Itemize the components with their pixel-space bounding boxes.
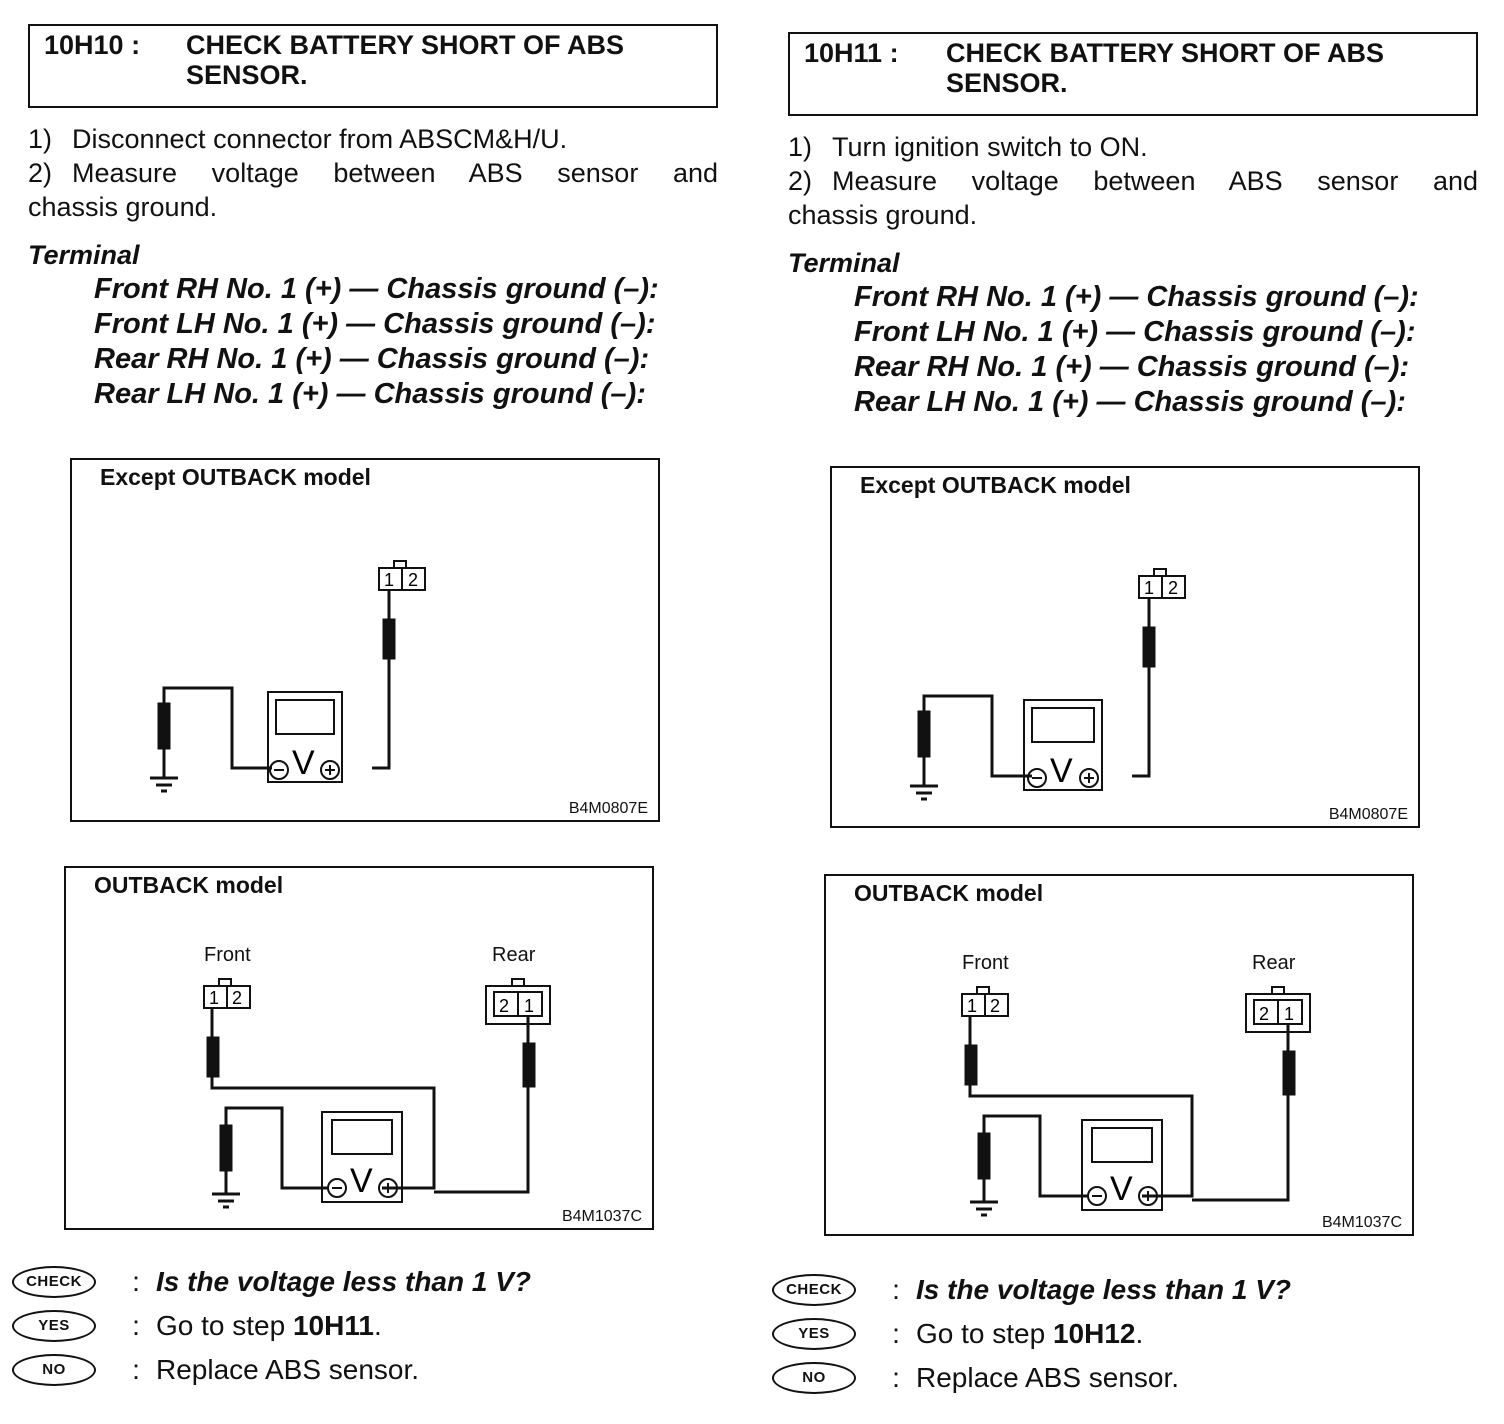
front-label: Front (204, 944, 251, 966)
front-label: Front (962, 952, 1009, 974)
wiring-diagram: 1 2 V (910, 568, 1186, 801)
step-id: 10H10 : (44, 30, 141, 60)
terminal-item: Rear RH No. 1 (+) — Chassis ground (–): (854, 351, 1410, 383)
step-id: 10H11 : (804, 38, 899, 68)
rear-label: Rear (492, 944, 536, 966)
voltmeter-symbol: V (292, 744, 315, 782)
yes-step-link[interactable]: 10H12 (1052, 1318, 1136, 1349)
check-icon: CHECK (772, 1274, 856, 1306)
pin-1: 1 (384, 570, 394, 590)
yes-step-link[interactable]: 10H11 (292, 1310, 374, 1341)
no-action: Replace ABS sensor. (916, 1362, 1180, 1393)
figure-code: B4M1037C (561, 1208, 642, 1225)
terminal-heading: Terminal (788, 248, 900, 278)
terminal-item: Front LH No. 1 (+) — Chassis ground (–): (94, 308, 656, 340)
instructions: 1)Turn ignition switch to ON. 2)Measure … (788, 132, 1478, 230)
rear-pin-1: 1 (1284, 1004, 1294, 1024)
figure-outback: OUTBACK model B4M1037C Front Rear (824, 874, 1414, 1236)
rear-label: Rear (1252, 952, 1296, 974)
figure-except-outback: Except OUTBACK model B4M0807E 1 2 V (830, 466, 1420, 828)
instructions: 1)Disconnect connector from ABSCM&H/U. 2… (28, 124, 718, 222)
terminal-item: Rear RH No. 1 (+) — Chassis ground (–): (94, 343, 650, 375)
terminal-heading: Terminal (28, 240, 140, 270)
instruction-1: Turn ignition switch to ON. (832, 132, 1148, 162)
rear-pin-1: 1 (524, 996, 534, 1016)
rear-pin-2: 2 (1259, 1004, 1269, 1024)
voltmeter-symbol: V (1050, 752, 1073, 790)
rear-pin-2: 2 (499, 996, 509, 1016)
wiring-diagram: 1 2 V (150, 560, 426, 793)
check-question: Is the voltage less than 1 V? (916, 1274, 1292, 1305)
figure-title: OUTBACK model (854, 880, 1044, 906)
terminal-item: Front LH No. 1 (+) — Chassis ground (–): (854, 316, 1416, 348)
check-result-block: CHECK : Is the voltage less than 1 V? YE… (12, 1260, 531, 1392)
figure-except-outback: Except OUTBACK model B4M0807E 1 2 V (70, 458, 660, 822)
no-icon: NO (772, 1362, 856, 1394)
terminal-item: Rear LH No. 1 (+) — Chassis ground (–): (94, 378, 646, 410)
pin-2: 2 (408, 570, 418, 590)
voltmeter-symbol: V (1110, 1170, 1133, 1208)
check-result-block: CHECK : Is the voltage less than 1 V? YE… (772, 1268, 1291, 1400)
instruction-1: Disconnect connector from ABSCM&H/U. (72, 124, 568, 154)
terminal-list: Front RH No. 1 (+) — Chassis ground (–):… (94, 272, 718, 412)
figure-title: Except OUTBACK model (860, 472, 1131, 498)
figure-outback: OUTBACK model B4M1037C Front Rear (64, 866, 654, 1230)
yes-action: Go to step 10H11. (156, 1310, 382, 1341)
step-10h11: 10H11 : CHECK BATTERY SHORT OF ABS SENSO… (788, 32, 1478, 420)
yes-action: Go to step 10H12. (916, 1318, 1144, 1349)
instruction-2-cont: chassis ground. (788, 200, 978, 230)
no-icon: NO (12, 1354, 96, 1386)
instruction-2: Measure voltage between ABS sensor and (832, 166, 1478, 196)
yes-icon: YES (772, 1318, 856, 1350)
terminal-item: Rear LH No. 1 (+) — Chassis ground (–): (854, 386, 1406, 418)
figure-code: B4M0807E (1328, 806, 1408, 823)
pin-2: 2 (1168, 578, 1178, 598)
figure-title: OUTBACK model (94, 872, 284, 898)
voltmeter-symbol: V (350, 1162, 373, 1200)
instruction-2: Measure voltage between ABS sensor and (72, 158, 718, 188)
step-header-box: 10H10 : CHECK BATTERY SHORT OF ABS SENSO… (28, 24, 718, 108)
front-pin-2: 2 (990, 996, 1000, 1016)
front-pin-1: 1 (209, 988, 219, 1008)
wiring-diagram: 1 2 2 1 V (961, 986, 1311, 1217)
check-question: Is the voltage less than 1 V? (156, 1266, 532, 1297)
terminal-list: Front RH No. 1 (+) — Chassis ground (–):… (854, 280, 1478, 420)
wiring-diagram: 1 2 2 1 V (203, 978, 551, 1209)
pin-1: 1 (1144, 578, 1154, 598)
step-title: CHECK BATTERY SHORT OF ABS SENSOR. (946, 38, 1385, 98)
step-title: CHECK BATTERY SHORT OF ABS SENSOR. (186, 30, 625, 90)
terminal-item: Front RH No. 1 (+) — Chassis ground (–): (94, 273, 659, 305)
step-header-box: 10H11 : CHECK BATTERY SHORT OF ABS SENSO… (788, 32, 1478, 116)
step-10h10: 10H10 : CHECK BATTERY SHORT OF ABS SENSO… (28, 24, 718, 412)
figure-title: Except OUTBACK model (100, 464, 371, 490)
figure-code: B4M1037C (1321, 1214, 1402, 1231)
instruction-2-cont: chassis ground. (28, 192, 218, 222)
figure-code: B4M0807E (568, 800, 648, 817)
terminal-item: Front RH No. 1 (+) — Chassis ground (–): (854, 281, 1419, 313)
front-pin-1: 1 (967, 996, 977, 1016)
front-pin-2: 2 (232, 988, 242, 1008)
no-action: Replace ABS sensor. (156, 1354, 420, 1385)
yes-icon: YES (12, 1310, 96, 1342)
check-icon: CHECK (12, 1266, 96, 1298)
